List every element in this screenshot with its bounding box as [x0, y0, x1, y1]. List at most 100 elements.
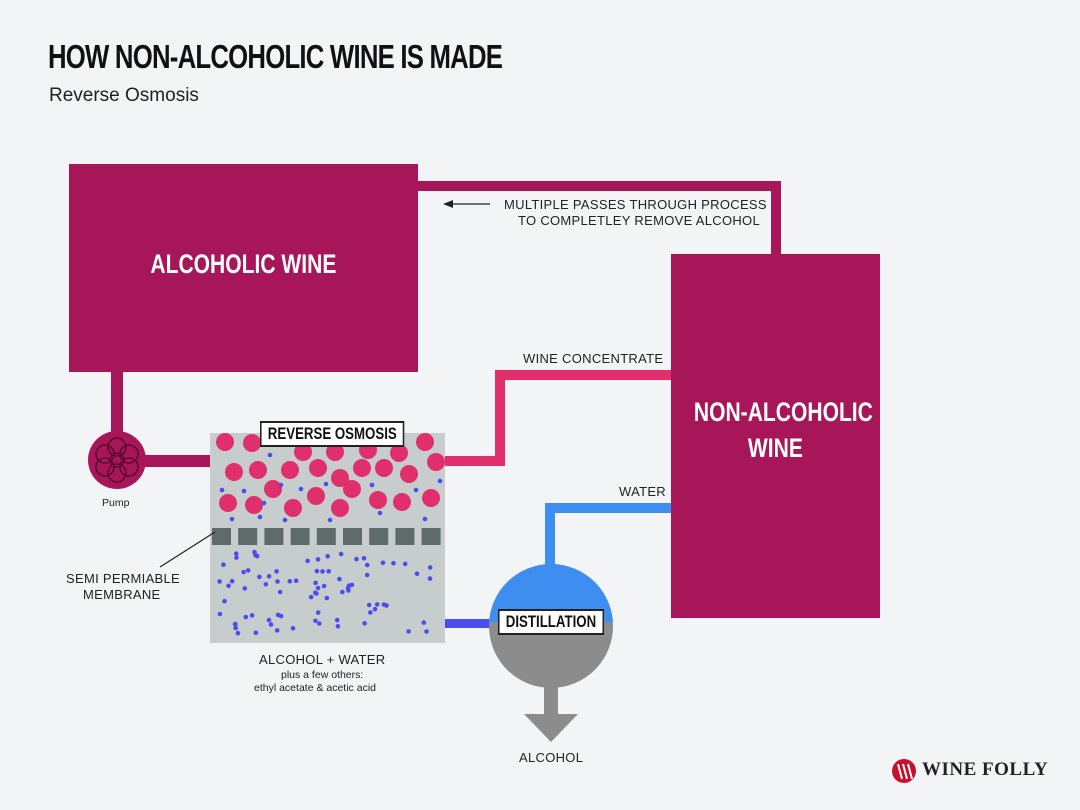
membrane-segment	[369, 528, 389, 545]
multiple-passes-label-line1: MULTIPLE PASSES THROUGH PROCESS	[504, 197, 767, 212]
alcohol-molecule	[235, 630, 241, 636]
alcohol-molecule	[340, 589, 345, 595]
alcohol-molecule	[354, 556, 359, 562]
alcohol-molecule	[226, 583, 231, 589]
alcohol-molecule	[229, 578, 235, 584]
wine-molecule	[390, 444, 408, 462]
wine-molecule	[216, 433, 234, 451]
recirculation-arrow-head	[443, 200, 453, 208]
alcohol-molecule	[346, 588, 351, 593]
alcohol-molecule	[219, 487, 225, 493]
alcohol-molecule	[274, 569, 279, 574]
alcohol-molecule	[424, 629, 429, 634]
alcoholic-wine-label: ALCOHOLIC WINE	[150, 249, 337, 279]
alcohol-molecule	[364, 572, 370, 578]
alcohol-molecule	[245, 568, 251, 573]
alcohol-molecule	[366, 602, 372, 608]
alcohol-molecule	[217, 579, 222, 584]
alcohol-molecule	[243, 614, 249, 620]
alcohol-molecule	[266, 574, 272, 579]
alcohol-molecule	[315, 585, 321, 591]
others-label-line1: plus a few others:	[281, 669, 364, 681]
alcohol-molecule	[369, 482, 375, 488]
alcohol-molecule	[334, 617, 340, 623]
alcohol-molecule	[222, 598, 227, 604]
wine-molecule	[331, 469, 349, 487]
membrane-segment	[316, 528, 336, 545]
alcoholic-wine-tank	[69, 164, 418, 372]
alcohol-molecule	[234, 555, 239, 560]
alcohol-molecule	[221, 562, 226, 567]
membrane-segment	[264, 528, 284, 545]
membrane-segment	[212, 528, 231, 545]
wine-molecule	[294, 443, 312, 461]
alcohol-molecule	[249, 613, 255, 618]
alcohol-molecule	[414, 571, 420, 576]
alcohol-molecule	[257, 574, 262, 580]
alcohol-molecule	[274, 628, 280, 633]
alcohol-molecule	[277, 589, 283, 595]
alcohol-molecule	[313, 590, 318, 595]
alcohol-pipe	[440, 619, 500, 628]
alcohol-molecule	[324, 595, 330, 601]
membrane-label-line1: SEMI PERMIABLE	[66, 571, 181, 586]
alcohol-molecule	[402, 561, 408, 567]
alcohol-molecule	[321, 583, 327, 589]
alcohol-molecule	[391, 560, 396, 566]
alcohol-molecule	[338, 551, 344, 557]
wine-concentrate-pipe	[440, 370, 671, 466]
alcohol-molecule	[232, 621, 238, 627]
alcohol-molecule	[241, 488, 247, 494]
alcohol-molecule	[293, 578, 299, 583]
alcohol-molecule	[313, 580, 318, 586]
alcohol-molecule	[275, 579, 280, 584]
alcohol-molecule	[261, 500, 267, 506]
wine-molecule	[245, 496, 263, 514]
alcohol-molecule	[266, 617, 272, 623]
alcohol-molecule	[337, 576, 342, 582]
membrane-pointer	[159, 531, 216, 568]
alcohol-water-molecules	[217, 452, 443, 636]
alcohol-molecule	[323, 481, 329, 487]
alcohol-molecule	[275, 612, 281, 618]
alcohol-molecule	[253, 630, 259, 636]
alcohol-output-arrow	[524, 685, 578, 742]
alcohol-molecule	[233, 551, 239, 556]
alcohol-molecule	[287, 579, 293, 584]
wine-molecule	[225, 463, 243, 481]
wine-molecule	[249, 461, 267, 479]
wine-molecule	[369, 491, 387, 509]
wine-molecule	[326, 443, 344, 461]
wine-molecule	[393, 493, 411, 511]
alcohol-molecule	[406, 629, 411, 634]
alcohol-molecule	[252, 549, 257, 555]
alcohol-molecule	[290, 626, 296, 631]
alcohol-molecule	[278, 482, 284, 488]
wine-molecule	[416, 433, 434, 451]
non-alcoholic-wine-tank	[671, 254, 880, 618]
alcohol-molecule	[229, 516, 235, 522]
wine-molecule	[243, 434, 261, 452]
alcohol-molecule	[364, 562, 370, 568]
wine-concentrate-label: WINE CONCENTRATE	[523, 351, 664, 366]
water-pipe	[545, 503, 671, 566]
alcohol-molecule	[326, 569, 332, 574]
alcohol-molecule	[305, 558, 310, 564]
alcohol-molecule	[217, 611, 223, 617]
membrane-segment	[343, 528, 362, 545]
pump-to-ro-pipe	[138, 455, 212, 467]
others-label-line2: ethyl acetate & acetic acid	[254, 682, 376, 694]
brand-name: WINE FOLLY	[922, 759, 1049, 780]
membrane-segment	[290, 528, 310, 545]
page-title: HOW NON-ALCOHOLIC WINE IS MADE	[48, 38, 503, 75]
alcohol-molecule	[308, 594, 314, 600]
alcohol-molecule	[317, 621, 322, 626]
alcohol-molecule	[421, 620, 427, 625]
alcohol-molecule	[241, 569, 246, 575]
alcohol-molecule	[368, 610, 373, 615]
membrane-segment	[395, 528, 415, 545]
alcohol-molecule	[314, 568, 320, 574]
alcohol-molecule	[374, 602, 380, 607]
alcohol-molecule	[427, 576, 433, 581]
